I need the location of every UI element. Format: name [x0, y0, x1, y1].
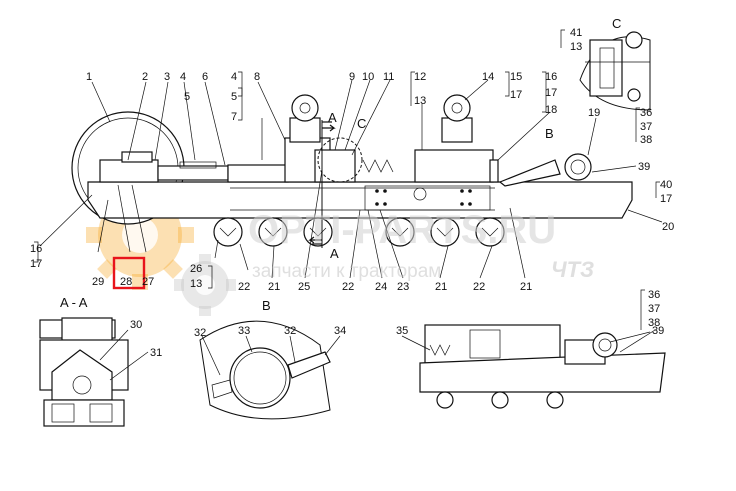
part-label: 26 [190, 263, 202, 275]
part-label: 40 [660, 179, 672, 191]
part-label: 25 [298, 281, 310, 293]
detail-label-c: C [612, 16, 621, 31]
part-label: 35 [396, 325, 408, 337]
part-label: 24 [375, 281, 387, 293]
detail-b-view [199, 320, 331, 420]
part-label: 1 [86, 71, 92, 83]
part-label: 16 [545, 71, 557, 83]
callout-label-c: C [357, 116, 366, 131]
watermark-model: ЧТЗ [551, 257, 594, 282]
part-label: 29 [92, 276, 104, 288]
part-label: 22 [342, 281, 354, 293]
section-label-a-bottom: A [330, 246, 339, 261]
part-label: 38 [648, 317, 660, 329]
part-label: 17 [545, 87, 557, 99]
part-label: 23 [397, 281, 409, 293]
part-label: 33 [238, 325, 250, 337]
part-label: 4 [231, 71, 237, 83]
part-label: 21 [520, 281, 532, 293]
part-label: 34 [334, 325, 346, 337]
part-label: 32 [284, 325, 296, 337]
part-label: 27 [142, 276, 154, 288]
part-label: 9 [349, 71, 355, 83]
part-label: 7 [231, 111, 237, 123]
part-label: 13 [190, 278, 202, 290]
highlight-box-28[interactable] [112, 256, 146, 290]
part-label: 36 [648, 289, 660, 301]
part-label: 32 [194, 327, 206, 339]
part-label: 30 [130, 319, 142, 331]
part-label: 39 [652, 325, 664, 337]
part-label: 16 [30, 243, 42, 255]
leader-lines [39, 79, 663, 381]
detail-label-b: B [262, 298, 271, 313]
part-label: 20 [662, 221, 674, 233]
part-label: 4 [180, 71, 186, 83]
part-number-labels: 1 2 3 4 6 5 4 5 7 8 9 10 11 12 13 14 15 … [30, 27, 674, 359]
watermark-tagline: запчасти к тракторам [252, 261, 441, 282]
main-side-view [71, 94, 633, 248]
part-label: 31 [150, 347, 162, 359]
part-label: 18 [545, 104, 557, 116]
detail-label-aa: A - A [60, 295, 88, 310]
part-label: 12 [414, 71, 426, 83]
part-label: 3 [164, 71, 170, 83]
part-label: 11 [383, 71, 394, 83]
part-label-highlighted: 28 [120, 276, 132, 288]
part-label: 39 [638, 161, 650, 173]
section-arrows [308, 124, 336, 244]
part-label: 13 [414, 95, 426, 107]
part-label: 6 [202, 71, 208, 83]
label-brackets [34, 29, 660, 330]
detail-c-view [579, 31, 651, 111]
part-label: 37 [648, 303, 660, 315]
part-label: 36 [640, 107, 652, 119]
part-label: 22 [238, 281, 250, 293]
part-label: 21 [435, 281, 447, 293]
part-label: 17 [510, 89, 522, 101]
part-label: 13 [570, 41, 582, 53]
part-label: 5 [231, 91, 237, 103]
section-aa-view [39, 317, 129, 427]
part-label: 38 [640, 134, 652, 146]
watermark-brand: OPTI-PARTS.RU [248, 208, 556, 252]
part-label: 5 [184, 91, 190, 103]
part-label: 22 [473, 281, 485, 293]
part-label: 8 [254, 71, 260, 83]
detail-35-view [419, 324, 666, 409]
part-label: 37 [640, 121, 652, 133]
section-label-a-top: A [328, 110, 337, 125]
part-label: 17 [30, 258, 42, 270]
part-label: 41 [570, 27, 582, 39]
part-label: 2 [142, 71, 148, 83]
part-label: 19 [588, 107, 600, 119]
part-label: 21 [268, 281, 280, 293]
part-label: 17 [660, 193, 672, 205]
part-label: 15 [510, 71, 522, 83]
callout-label-b: B [545, 126, 554, 141]
part-label: 10 [362, 71, 374, 83]
part-label: 14 [482, 71, 494, 83]
